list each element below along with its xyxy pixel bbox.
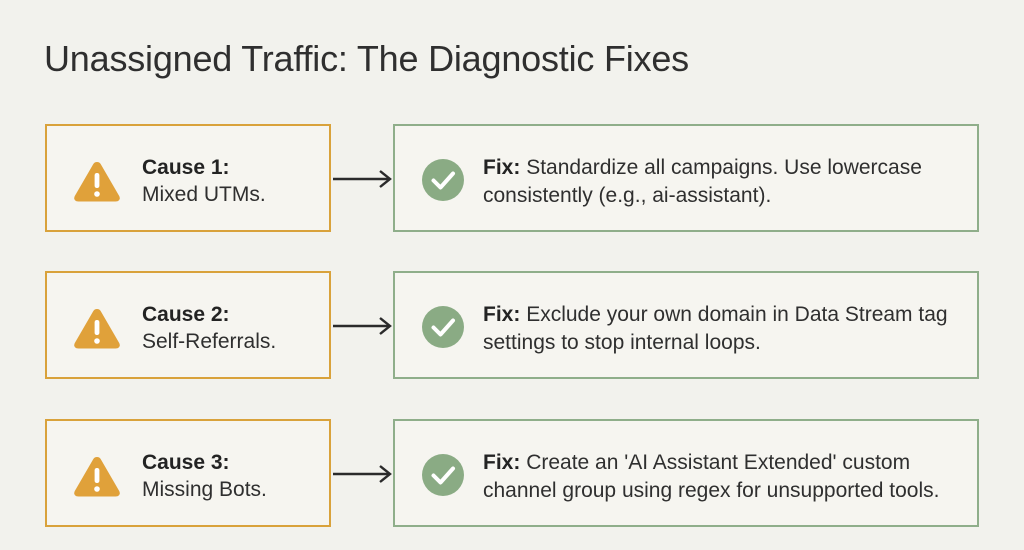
fix-text: Fix: Create an 'AI Assistant Extended' c… [483,449,963,505]
cause-text: Cause 1: Mixed UTMs. [142,154,266,208]
fix-description: Create an 'AI Assistant Extended' custom… [483,451,940,502]
diagnostic-row-1: Cause 1: Mixed UTMs. Fix: Standardize al… [0,124,1024,236]
diagnostic-row-3: Cause 3: Missing Bots. Fix: Create an 'A… [0,419,1024,531]
check-circle-icon [422,454,464,496]
fix-description: Exclude your own domain in Data Stream t… [483,303,948,354]
fix-box-3: Fix: Create an 'AI Assistant Extended' c… [393,419,979,527]
check-circle-icon [422,306,464,348]
check-circle-icon [422,159,464,201]
cause-description: Self-Referrals. [142,330,277,353]
diagnostic-row-2: Cause 2: Self-Referrals. Fix: Exclude yo… [0,271,1024,383]
warning-icon [74,309,120,349]
cause-text: Cause 3: Missing Bots. [142,449,267,503]
fix-label: Fix: [483,451,521,474]
arrow-right-icon [333,465,392,483]
fix-text: Fix: Exclude your own domain in Data Str… [483,301,963,357]
cause-box-2: Cause 2: Self-Referrals. [45,271,331,379]
fix-text: Fix: Standardize all campaigns. Use lowe… [483,154,963,210]
arrow-right-icon [333,170,392,188]
cause-box-3: Cause 3: Missing Bots. [45,419,331,527]
warning-icon [74,162,120,202]
warning-icon [74,457,120,497]
cause-description: Missing Bots. [142,478,267,501]
fix-label: Fix: [483,303,521,326]
page-title: Unassigned Traffic: The Diagnostic Fixes [44,38,689,79]
cause-label: Cause 2: [142,303,230,326]
fix-box-1: Fix: Standardize all campaigns. Use lowe… [393,124,979,232]
cause-description: Mixed UTMs. [142,183,266,206]
cause-text: Cause 2: Self-Referrals. [142,301,276,355]
fix-description: Standardize all campaigns. Use lowercase… [483,156,922,207]
cause-label: Cause 1: [142,156,230,179]
fix-label: Fix: [483,156,521,179]
fix-box-2: Fix: Exclude your own domain in Data Str… [393,271,979,379]
cause-box-1: Cause 1: Mixed UTMs. [45,124,331,232]
cause-label: Cause 3: [142,451,230,474]
arrow-right-icon [333,317,392,335]
